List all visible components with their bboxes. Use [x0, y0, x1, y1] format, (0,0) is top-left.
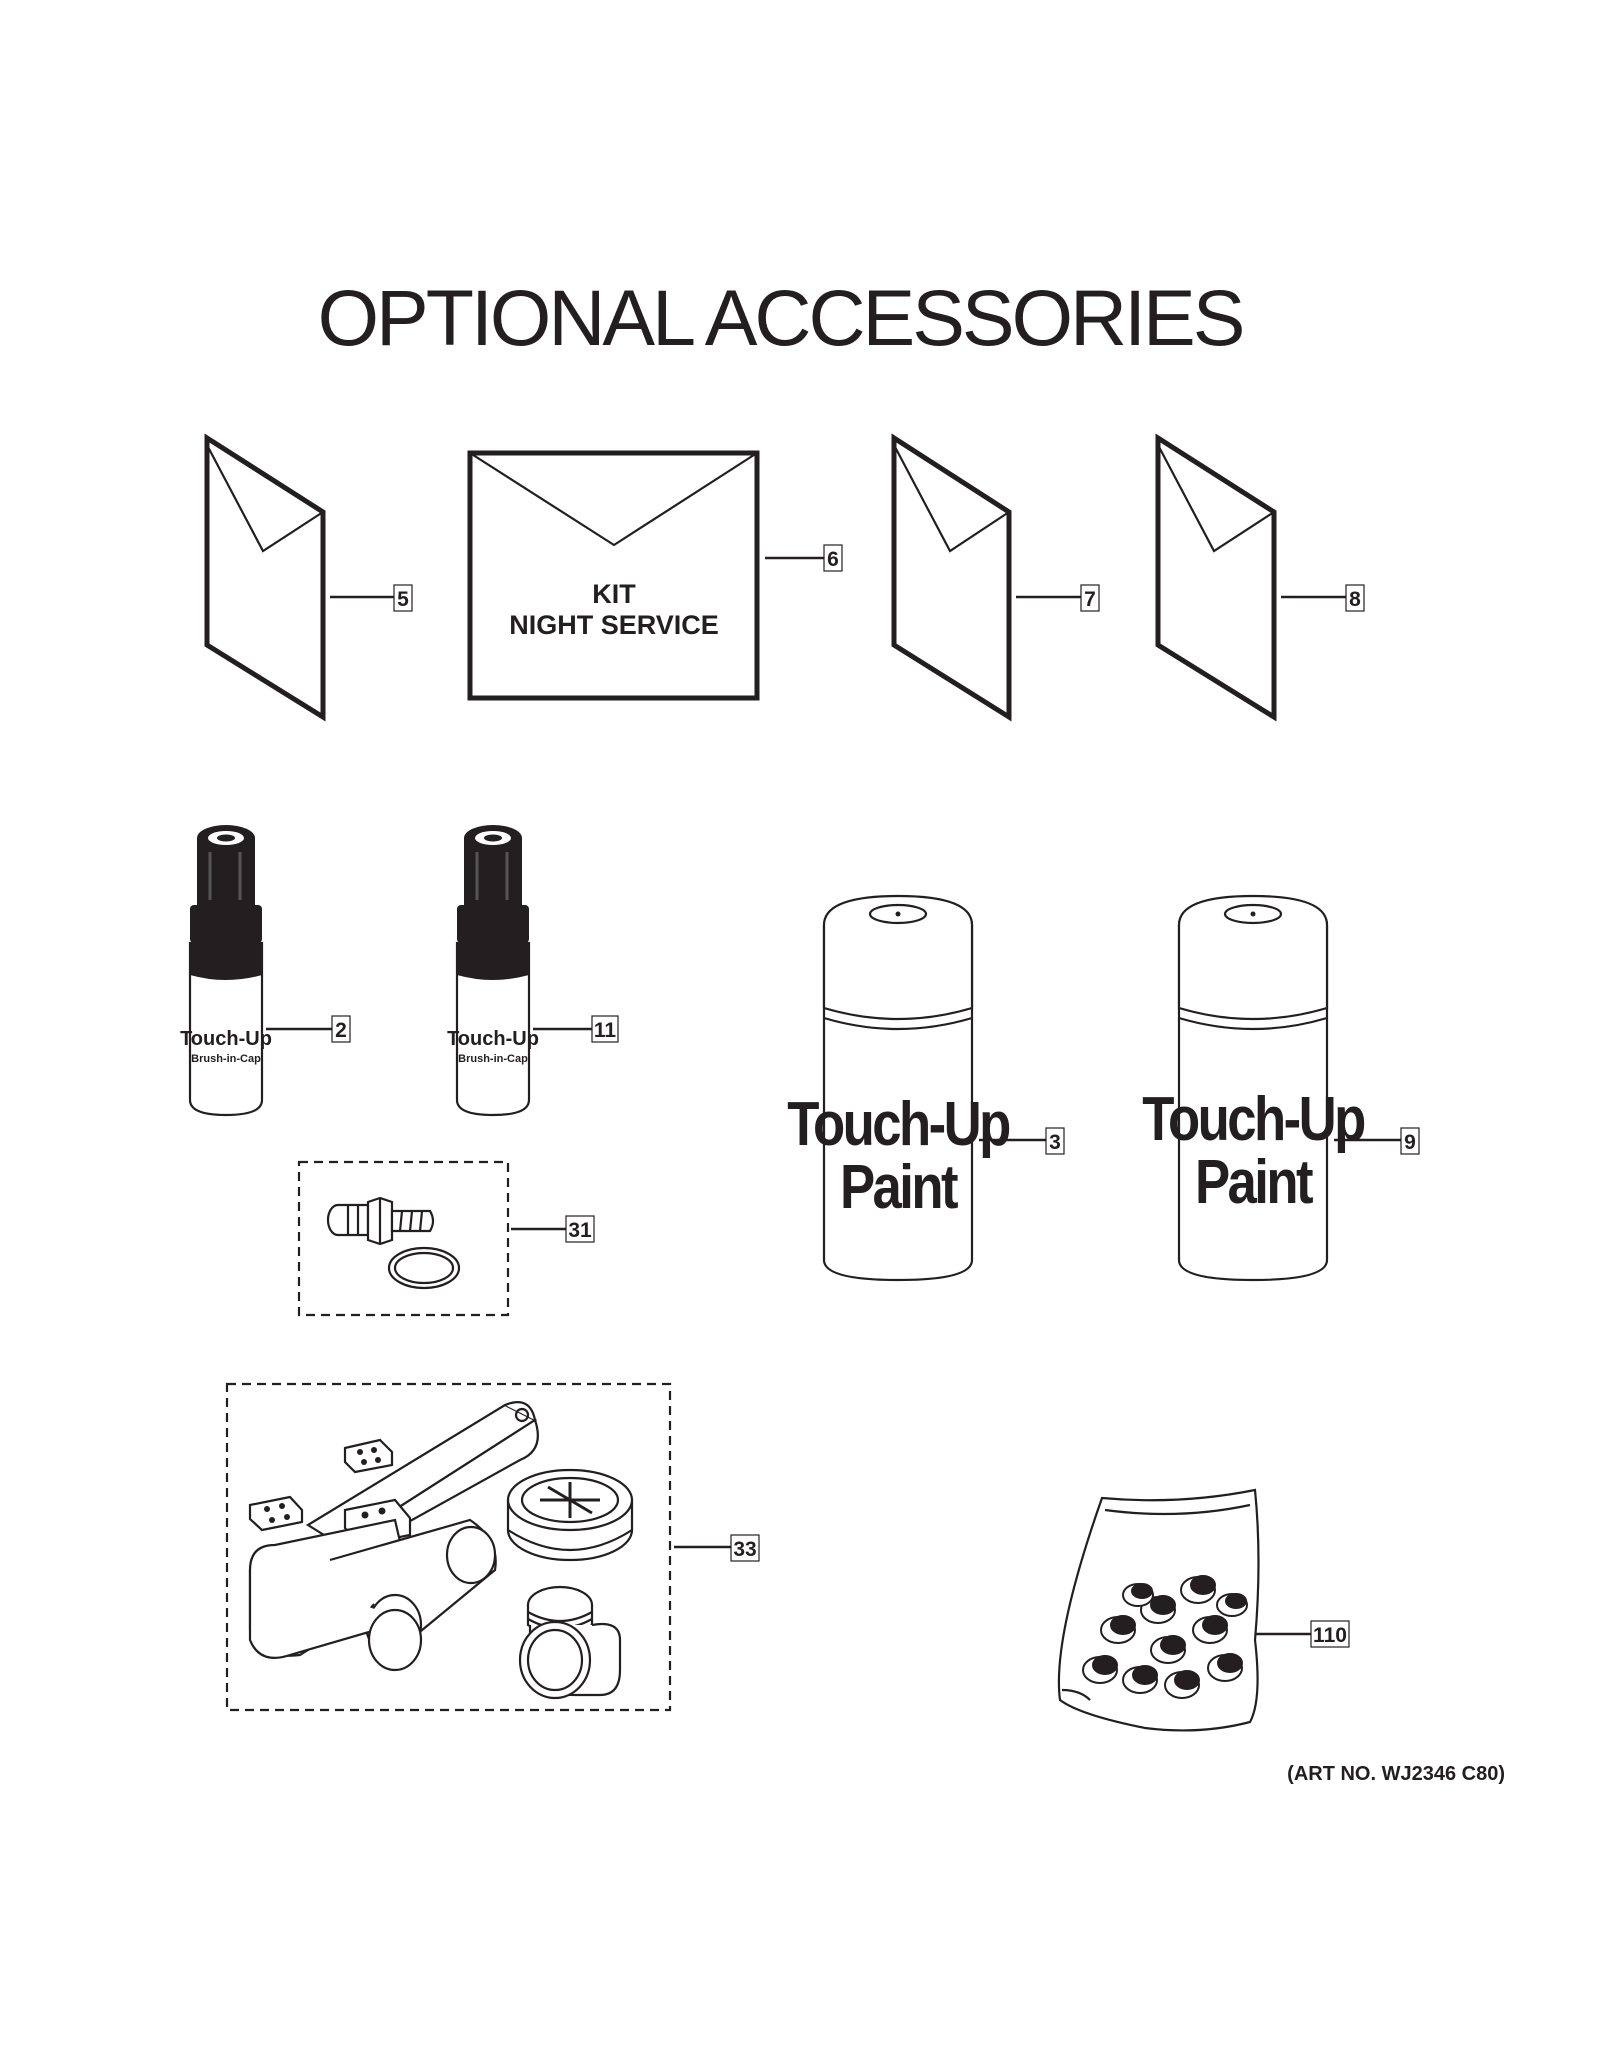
svg-text:6: 6 — [827, 548, 839, 571]
spray-can-icon: Touch-Up Paint — [787, 894, 1012, 1282]
hose-fitting-icon — [297, 1160, 510, 1317]
svg-text:9: 9 — [1404, 1131, 1416, 1154]
callout-31: 31 — [511, 1215, 595, 1243]
svg-text:110: 110 — [1313, 1624, 1347, 1647]
callout-8: 8 — [1281, 584, 1365, 612]
spray-can-icon: Touch-Up Paint — [1142, 894, 1367, 1282]
svg-text:33: 33 — [733, 1538, 756, 1561]
art-number: (ART NO. WJ2346 C80) — [1287, 1763, 1505, 1785]
svg-text:8: 8 — [1349, 588, 1361, 611]
can-label-line1: Touch-Up — [787, 1090, 1009, 1159]
pen-label-main: Touch-Up — [447, 1028, 539, 1050]
svg-text:31: 31 — [568, 1219, 592, 1242]
callout-110: 110 — [1256, 1620, 1350, 1648]
pen-label-sub: Brush-in-Cap — [458, 1053, 528, 1065]
svg-text:2: 2 — [335, 1019, 347, 1042]
svg-text:5: 5 — [397, 588, 409, 611]
pen-label-sub: Brush-in-Cap — [191, 1053, 261, 1065]
kit-label-line1: KIT — [592, 579, 636, 609]
svg-text:3: 3 — [1049, 1131, 1061, 1154]
can-label-line1: Touch-Up — [1142, 1085, 1364, 1154]
pen-label-main: Touch-Up — [180, 1028, 272, 1050]
callout-5: 5 — [330, 584, 413, 612]
document-icon — [204, 433, 326, 722]
document-icon — [891, 433, 1012, 722]
svg-text:11: 11 — [594, 1019, 617, 1042]
callout-9: 9 — [1334, 1127, 1420, 1155]
callout-2: 2 — [266, 1015, 351, 1043]
callout-3: 3 — [979, 1127, 1065, 1155]
callout-33: 33 — [674, 1534, 760, 1562]
callout-6: 6 — [765, 544, 843, 572]
page-title: OPTIONAL ACCESSORIES — [318, 273, 1243, 362]
svg-text:7: 7 — [1084, 588, 1096, 611]
can-label-line2: Paint — [1195, 1148, 1313, 1217]
touch-up-pen-icon: Touch-Up Brush-in-Cap — [180, 825, 272, 1117]
callout-11: 11 — [533, 1015, 619, 1043]
drain-kit-icon — [225, 1382, 672, 1712]
parts-bag-icon — [1057, 1488, 1260, 1732]
callout-7: 7 — [1016, 584, 1100, 612]
kit-label-line2: NIGHT SERVICE — [509, 610, 719, 640]
document-icon — [1155, 433, 1277, 722]
touch-up-pen-icon: Touch-Up Brush-in-Cap — [447, 825, 539, 1117]
can-label-line2: Paint — [840, 1153, 958, 1222]
envelope-icon: KIT NIGHT SERVICE — [467, 450, 760, 701]
